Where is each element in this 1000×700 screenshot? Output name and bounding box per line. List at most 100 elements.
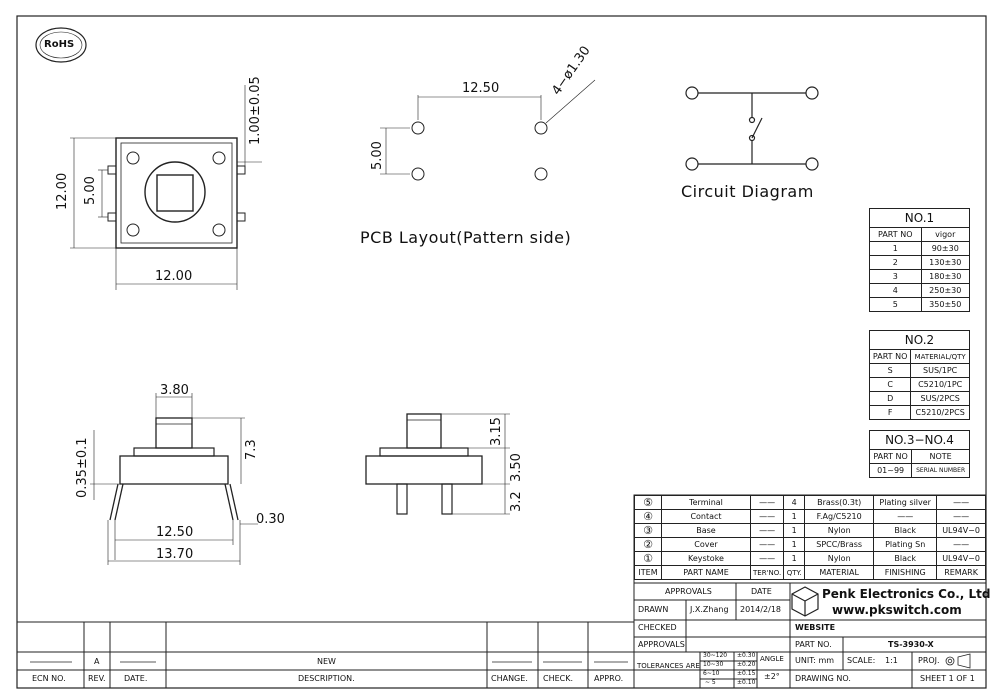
bom-cell: ——: [749, 495, 785, 510]
bom-cell: ⑤: [634, 495, 662, 510]
rohs-logo-icon: [35, 27, 87, 63]
table-no3-header: NOTE: [911, 449, 970, 464]
scale-value: 1:1: [885, 656, 898, 665]
part-no-value: TS-3930-X: [888, 640, 934, 649]
bom-cell: Black: [873, 551, 938, 566]
rohs-label: RoHS: [44, 39, 75, 50]
circuit-diagram-label: Circuit Diagram: [681, 182, 814, 201]
table-cell: D: [868, 391, 912, 406]
tol-value: ±0.20: [737, 661, 756, 668]
table-cell: SERIAL NUMBER: [911, 463, 970, 478]
dim-side-1370: 13.70: [156, 547, 194, 562]
bom-cell: Contact: [661, 509, 751, 524]
bom-cell: Brass(0.3t): [804, 495, 875, 510]
dim-pcb-spacing: 12.50: [462, 81, 500, 96]
bom-cell: ——: [749, 551, 785, 566]
approvals-header: APPROVALS: [665, 587, 712, 596]
website-label: WEBSITE: [795, 623, 836, 632]
table-cell: 2: [869, 255, 922, 270]
table-cell: 130±30: [920, 255, 971, 270]
bom-cell: ——: [749, 523, 785, 538]
table-no2-header: MATERIAL/QTY: [910, 349, 970, 364]
date-col-header: DATE.: [124, 674, 148, 683]
bom-cell: ——: [749, 537, 785, 552]
bom-header: REMARK: [936, 565, 986, 580]
drawn-date: 2014/2/18: [740, 605, 782, 614]
bom-cell: ——: [936, 537, 986, 552]
bom-header: TER'NO.: [749, 565, 785, 580]
table-no2-title: NO.2: [869, 330, 970, 350]
table-no3-title: NO.3−NO.4: [869, 430, 970, 450]
table-cell: 180±30: [920, 269, 971, 284]
projection-symbol-icon: [945, 653, 971, 669]
scale-label: SCALE:: [847, 656, 876, 665]
dim-side-73: 7.3: [244, 439, 259, 460]
dim-side-32: 3.2: [509, 491, 524, 512]
top-view: [70, 85, 262, 290]
side-view-front: [90, 393, 258, 565]
sheet-label: SHEET 1 OF 1: [920, 674, 975, 683]
table-cell: 350±50: [920, 297, 971, 312]
table-cell: F: [868, 405, 912, 420]
tol-range: ~ 5: [705, 679, 716, 686]
bom-header: ITEM: [634, 565, 662, 580]
title-block-frame: [633, 494, 987, 689]
change-header: CHANGE.: [491, 674, 528, 683]
bom-cell: ——: [873, 509, 938, 524]
bom-cell: Nylon: [804, 551, 875, 566]
circuit-diagram: [685, 86, 819, 171]
bom-cell: ③: [634, 523, 662, 538]
bom-cell: ——: [749, 509, 785, 524]
table-cell: 01~99: [868, 463, 913, 478]
bom-cell: F.Ag/C5210: [804, 509, 875, 524]
table-cell: 1: [869, 241, 922, 256]
table-no2-header: PART NO: [868, 349, 912, 364]
tol-range: 10~30: [703, 661, 724, 668]
table-no1-title: NO.1: [869, 208, 970, 228]
description-header: DESCRIPTION.: [298, 674, 355, 683]
table-cell: 90±30: [920, 241, 971, 256]
bom-cell: Terminal: [661, 495, 751, 510]
side-view-profile: [365, 413, 510, 515]
dim-top-width: 12.00: [155, 269, 193, 284]
bom-cell: ④: [634, 509, 662, 524]
appro-header: APPRO.: [594, 674, 624, 683]
dim-side-350: 3.50: [509, 453, 524, 482]
dim-side-030: 0.30: [256, 512, 285, 527]
dim-side-315: 3.15: [489, 417, 504, 446]
approvals-label: APPROVALS: [638, 640, 685, 649]
checked-label: CHECKED: [638, 623, 677, 632]
table-cell: 3: [869, 269, 922, 284]
bom-cell: ①: [634, 551, 662, 566]
table-cell: SUS/2PCS: [910, 391, 970, 406]
drawn-by: J.X.Zhang: [690, 605, 729, 614]
revision-block-frame: [17, 621, 634, 688]
bom-cell: UL94V−0: [936, 523, 986, 538]
bom-cell: Plating Sn: [873, 537, 938, 552]
table-cell: SUS/1PC: [910, 363, 970, 378]
tol-range: 6~10: [703, 670, 720, 677]
tol-value: ±0.15: [737, 670, 756, 677]
table-no1-header: vigor: [920, 227, 971, 242]
rev-letter: A: [94, 657, 100, 666]
angle-value: ±2°: [764, 672, 780, 681]
table-cell: C: [868, 377, 912, 392]
bom-cell: Keystoke: [661, 551, 751, 566]
dim-pin-offset: 1.00±0.05: [248, 76, 263, 145]
proj-label: PROJ.: [918, 656, 940, 665]
date-header: DATE: [751, 587, 772, 596]
dim-side-1250: 12.50: [156, 525, 194, 540]
table-cell: S: [868, 363, 912, 378]
bom-header: MATERIAL: [804, 565, 875, 580]
table-cell: C5210/2PCS: [910, 405, 970, 420]
bom-cell: Black: [873, 523, 938, 538]
check-header: CHECK.: [543, 674, 574, 683]
bom-header: FINISHING: [873, 565, 938, 580]
bom-cell: Base: [661, 523, 751, 538]
ecn-header: ECN NO.: [32, 674, 66, 683]
bom-cell: Cover: [661, 537, 751, 552]
